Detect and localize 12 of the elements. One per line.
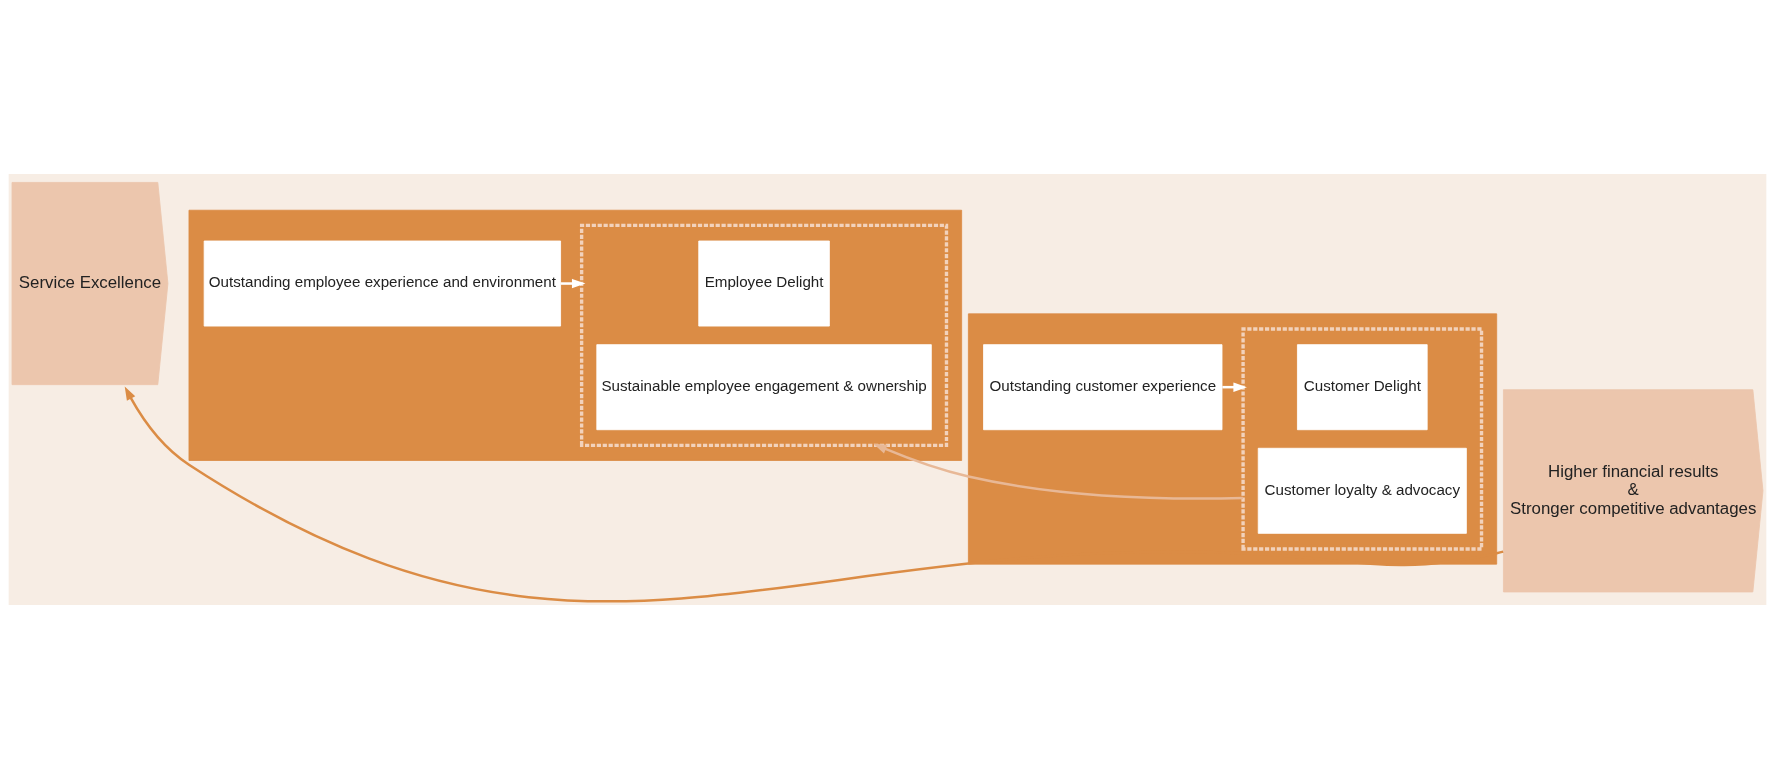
node-box: Outstanding customer experience bbox=[983, 343, 1223, 430]
node-box: Sustainable employee engagement & ownership bbox=[596, 343, 932, 430]
node-box: Employee Delight bbox=[698, 240, 830, 326]
arrow bbox=[873, 443, 1244, 500]
cluster bbox=[1241, 326, 1484, 551]
node-box: Customer Delight bbox=[1297, 343, 1428, 430]
cluster bbox=[579, 223, 949, 447]
node-box: Outstanding employee experience and environment bbox=[203, 240, 561, 326]
node-box: Customer loyalty & advocacy bbox=[1257, 447, 1467, 534]
cluster bbox=[188, 209, 963, 461]
cluster bbox=[967, 312, 1498, 565]
arrow bbox=[560, 278, 586, 288]
